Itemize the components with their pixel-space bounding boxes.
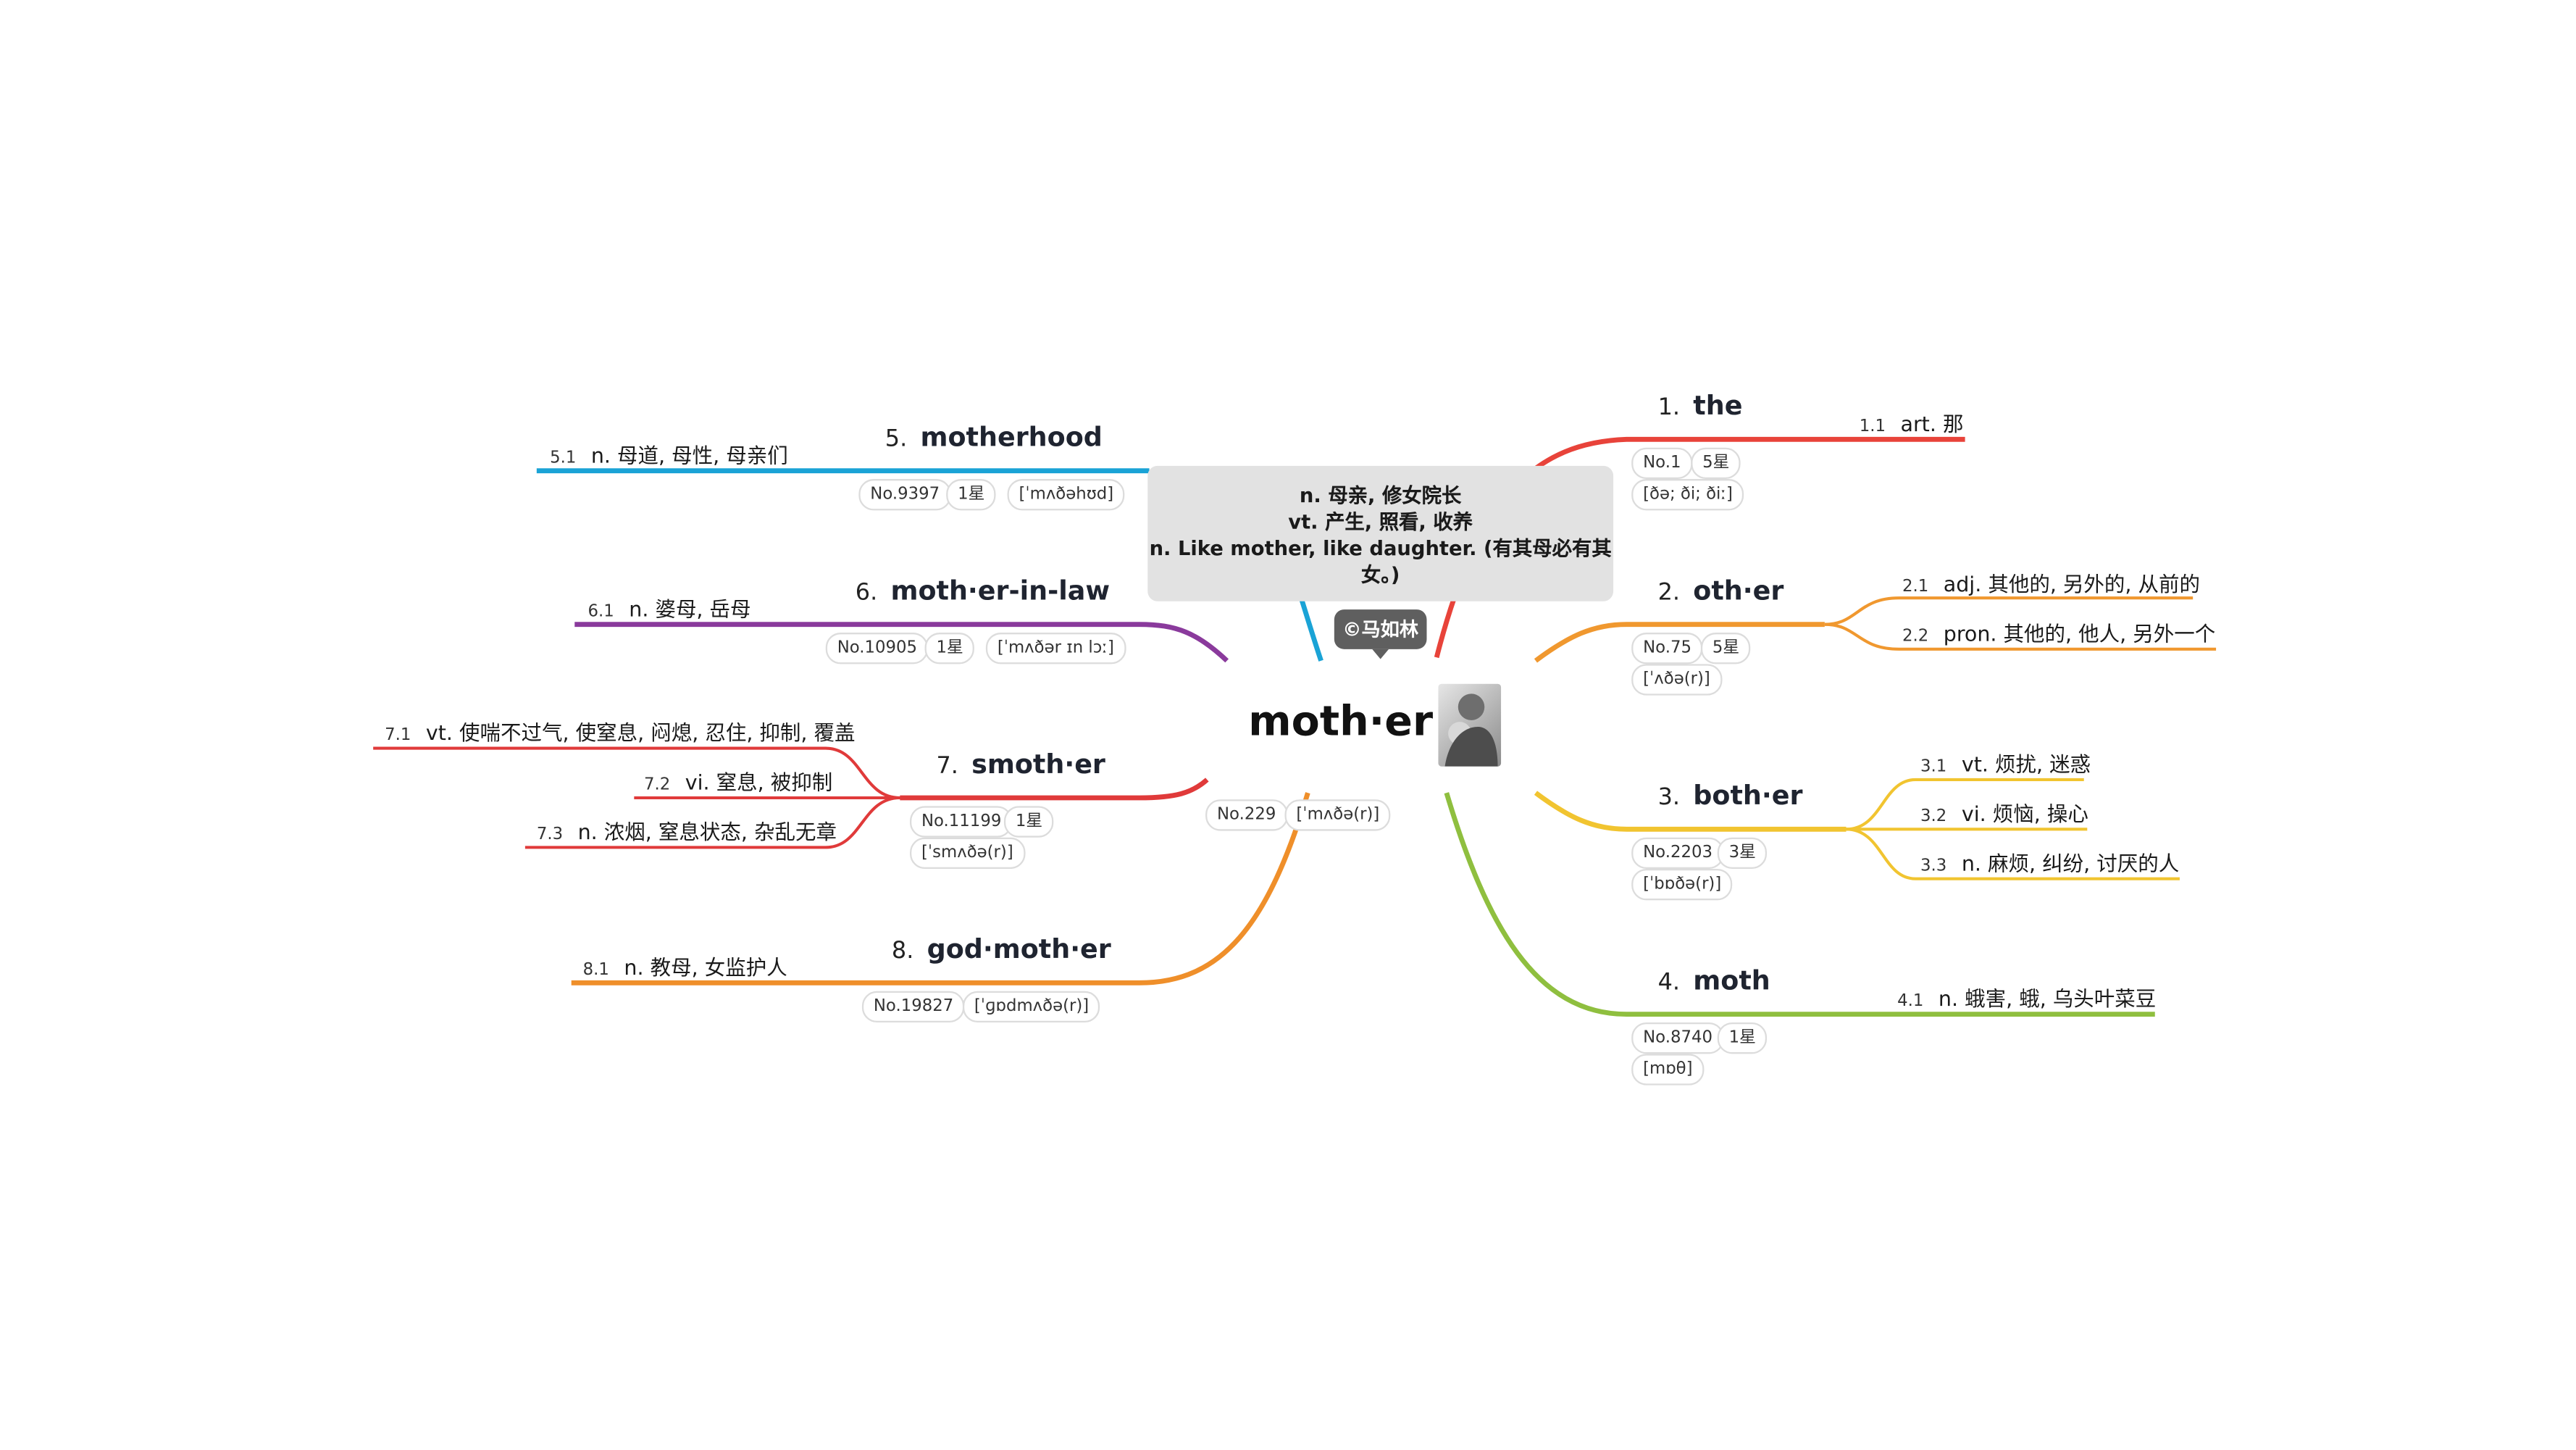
branch-8-phonetic-chip: [ˈɡɒdmʌðə(r)] (962, 991, 1101, 1023)
branch-7-word: smoth·er (971, 748, 1105, 780)
branch-4-topic[interactable]: 4. moth (1658, 964, 1770, 996)
branch-3-rank-chip: No.2203 (1631, 837, 1724, 870)
branch-1-phonetic-chip: [ðə; ði; ðiː] (1631, 479, 1744, 511)
branch-6-word: moth·er-in-law (890, 575, 1111, 607)
connector-6 (574, 622, 1229, 663)
mother-child-photo-icon (1438, 683, 1502, 767)
connector-7-3 (524, 796, 900, 849)
branch-2-rank-chip: No.75 (1631, 633, 1703, 664)
connector-7-1 (373, 746, 900, 800)
branch-4-rank-chip: No.8740 (1631, 1022, 1724, 1054)
branch-5-topic[interactable]: 5. motherhood (885, 421, 1103, 452)
branch-2-stars-chip: 5星 (1700, 633, 1752, 664)
branch-8-rank-chip: No.19827 (861, 991, 966, 1023)
branch-3-stars-chip: 3星 (1717, 837, 1768, 870)
center-rank-chip: No.229 (1205, 799, 1288, 831)
connector-4 (1444, 792, 2155, 1017)
branch-1-topic[interactable]: 1. the (1658, 390, 1743, 421)
note-line: 女。) (1360, 563, 1400, 587)
branch-7-rank-chip: No.11199 (910, 806, 1013, 838)
branch-3-topic[interactable]: 3. both·er (1658, 780, 1803, 811)
connector-2-1 (1824, 596, 2194, 626)
branch-7-stars-chip: 1星 (1003, 806, 1055, 838)
branch-6-stars-chip: 1星 (924, 633, 975, 664)
branch-5-word: motherhood (920, 421, 1103, 453)
connector-3-1 (1846, 778, 2084, 831)
author-tag: ©马如林 (1334, 609, 1427, 659)
branch-8-word: god·moth·er (927, 933, 1111, 965)
central-topic-word[interactable]: moth·er (1248, 696, 1434, 746)
connector-2 (1534, 622, 1825, 663)
branch-1-word: the (1693, 389, 1743, 422)
branch-3-word: both·er (1693, 779, 1803, 812)
branch-6-number: 6. (855, 580, 878, 607)
note-line: n. Like mother, like daughter. (有其母必有其 (1149, 536, 1612, 560)
branch-8-number: 8. (891, 938, 914, 965)
branch-6-topic[interactable]: 6. moth·er-in-law (856, 575, 1110, 606)
connector-8 (571, 792, 1310, 986)
connector-2-2 (1824, 622, 2217, 651)
branch-5-number: 5. (885, 426, 908, 453)
branch-4-word: moth (1693, 964, 1770, 996)
branch-3-phonetic-chip: [ˈbɒðə(r)] (1631, 869, 1734, 901)
note-line: vt. 产生, 照看, 收养 (1288, 510, 1473, 534)
branch-1-rank-chip: No.1 (1631, 447, 1693, 480)
branch-6-phonetic-chip: [ˈmʌðər ɪn lɔː] (985, 633, 1126, 664)
branch-2-topic[interactable]: 2. oth·er (1658, 575, 1784, 606)
branch-7-phonetic-chip: [ˈsmʌðə(r)] (910, 837, 1025, 870)
branch-1-stars-chip: 5星 (1691, 447, 1741, 480)
branch-4-stars-chip: 1星 (1717, 1022, 1768, 1054)
definition-note: n. 母亲, 修女院长 vt. 产生, 照看, 收养 n. Like mothe… (1147, 465, 1614, 601)
connector-3 (1534, 791, 1847, 832)
note-line: n. 母亲, 修女院长 (1299, 483, 1462, 507)
branch-1-number: 1. (1657, 394, 1681, 422)
branch-5-rank-chip: No.9397 (858, 479, 952, 511)
branch-4-phonetic-chip: [mɒθ] (1631, 1054, 1705, 1086)
branch-4-number: 4. (1657, 970, 1681, 996)
branch-7-topic[interactable]: 7. smoth·er (936, 749, 1105, 780)
connector-7 (900, 778, 1209, 801)
center-phonetic-chip: [ˈmʌðə(r)] (1284, 799, 1392, 831)
branch-3-number: 3. (1657, 784, 1681, 812)
branch-2-number: 2. (1657, 580, 1681, 607)
branch-8-topic[interactable]: 8. god·moth·er (892, 933, 1111, 964)
branch-5-stars-chip: 1星 (946, 479, 997, 511)
branch-2-word: oth·er (1693, 575, 1784, 607)
branch-2-phonetic-chip: [ˈʌðə(r)] (1631, 664, 1722, 696)
connector-3-3 (1846, 828, 2180, 880)
branch-7-number: 7. (936, 753, 958, 780)
branch-5-phonetic-chip: [ˈmʌðəhʊd] (1007, 479, 1126, 511)
branch-6-rank-chip: No.10905 (825, 633, 929, 664)
